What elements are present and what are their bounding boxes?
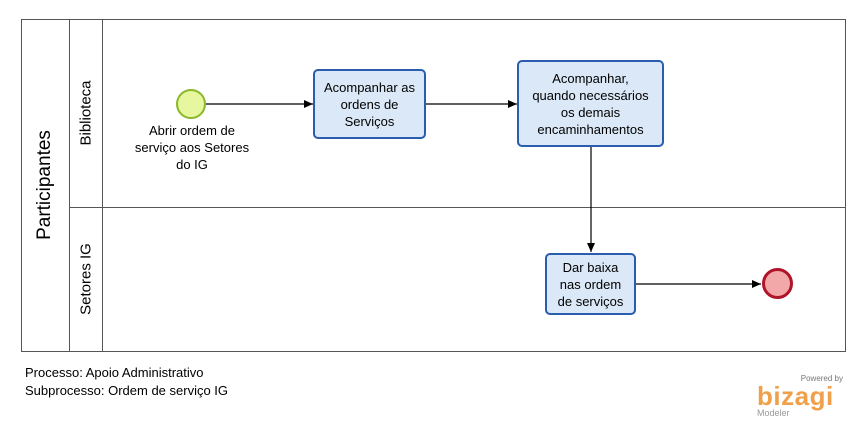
modeler-text: Modeler bbox=[757, 408, 790, 418]
powered-by-text: Powered by bbox=[800, 374, 843, 383]
start-event-label: Abrir ordem de serviço aos Setores do IG bbox=[134, 123, 250, 172]
task-acompanhar-encaminhamentos[interactable]: Acompanhar, quando necessários os demais… bbox=[517, 60, 664, 147]
subprocess-name: Subprocesso: Ordem de serviço IG bbox=[25, 383, 229, 398]
lane-header-biblioteca: Biblioteca bbox=[70, 19, 103, 208]
bizagi-logo: Powered by bizagi Modeler bbox=[755, 374, 847, 418]
process-name: Processo: Apoio Administrativo bbox=[25, 365, 204, 380]
start-event[interactable] bbox=[176, 89, 206, 119]
lane-header-setores-ig: Setores IG bbox=[70, 207, 103, 352]
pool bbox=[21, 19, 846, 352]
task-dar-baixa[interactable]: Dar baixa nas ordem de serviços bbox=[545, 253, 636, 315]
bizagi-wordmark: bizagi bbox=[757, 381, 834, 411]
lane-divider bbox=[70, 207, 846, 208]
pool-header: Participantes bbox=[21, 19, 70, 352]
task-acompanhar-ordens[interactable]: Acompanhar as ordens de Serviços bbox=[313, 69, 426, 139]
end-event[interactable] bbox=[762, 268, 793, 299]
